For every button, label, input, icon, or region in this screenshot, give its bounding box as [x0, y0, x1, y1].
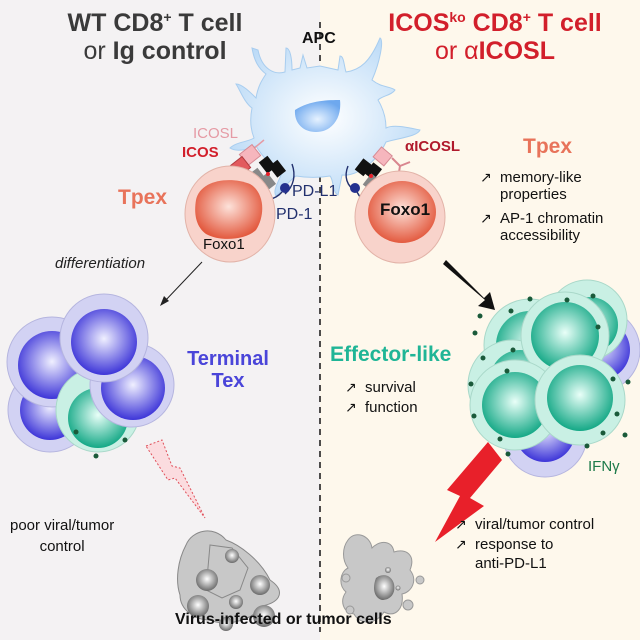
- effector-effect-item: ↗ function: [345, 398, 418, 418]
- left-panel-title: WT CD8+ T cell or Ig control: [40, 9, 270, 65]
- differentiation-arrow: [160, 261, 203, 306]
- ifn-gamma-label: IFNγ: [588, 458, 620, 475]
- effect-text: accessibility: [500, 226, 581, 244]
- effect-text: AP-1 chromatin: [500, 210, 604, 227]
- control-effects-list: ↗ viral/tumor control ↗ response to anti-PD…: [455, 515, 594, 574]
- up-arrow-icon: ↗: [455, 516, 467, 532]
- effect-text: function: [365, 398, 418, 416]
- tumor-cells-intact: [177, 530, 280, 631]
- tpex-cell-left: [184, 165, 276, 263]
- tpex-label-left: Tpex: [118, 186, 168, 209]
- effect-text: anti-PD-L1: [475, 555, 547, 572]
- icos-label: ICOS: [182, 144, 219, 161]
- effector-like-cluster: [467, 279, 640, 478]
- control-effect-item: ↗ viral/tumor control: [455, 515, 594, 535]
- effect-text: properties: [500, 185, 567, 203]
- tpex-cell-right: [354, 170, 446, 264]
- ifn-gamma-dots: [468, 293, 631, 457]
- poor-control-line2: control: [39, 538, 85, 555]
- control-effect-item: ↗ response to anti-PD-L1: [455, 535, 594, 574]
- differentiation-label: differentiation: [55, 255, 146, 272]
- title-or-right: or: [434, 36, 465, 65]
- up-arrow-icon: ↗: [480, 169, 492, 185]
- tpex-label-right: Tpex: [523, 135, 573, 158]
- tpex-effect-item: ↗ AP-1 chromatin accessibility: [480, 210, 604, 244]
- title-alpha: α: [464, 36, 479, 65]
- title-icos: ICOS: [388, 9, 450, 37]
- effector-effect-item: ↗ survival: [345, 378, 418, 398]
- alpha-icosl-label: αICOSL: [405, 138, 461, 155]
- poor-control-line1: poor viral/tumor: [10, 517, 115, 534]
- terminal-tex-label: Terminal Tex: [187, 348, 269, 392]
- tpex-effect-item: ↗ memory-like properties: [480, 169, 603, 203]
- title-sup-plus-right: +: [522, 9, 531, 25]
- title-or: or: [83, 36, 113, 65]
- tpex-effects-list: ↗ memory-like properties ↗ AP-1 chromatin …: [480, 169, 604, 252]
- right-panel-title: ICOSko CD8+ T cell or αICOSL: [370, 9, 620, 65]
- title-ig-control: Ig control: [112, 36, 227, 65]
- pd-l1-dot-right: [350, 183, 360, 193]
- title-sup-plus: +: [163, 9, 172, 25]
- pd-l1-dot-left: [280, 183, 290, 193]
- up-arrow-icon: ↗: [345, 379, 357, 395]
- title-cd8: CD8: [465, 9, 523, 37]
- icosl-label: ICOSL: [193, 125, 239, 142]
- foxo1-label-left: Foxo1: [203, 236, 245, 253]
- apc-nucleus: [294, 100, 341, 132]
- up-arrow-icon: ↗: [480, 210, 492, 226]
- title-wt-cd8: WT CD8: [67, 9, 164, 37]
- pd-1-label: PD-1: [276, 206, 313, 223]
- title-t-cell: T cell: [171, 9, 243, 37]
- title-sup-ko: ko: [449, 9, 466, 25]
- effector-effects-list: ↗ survival ↗ function: [345, 378, 418, 417]
- tumor-cells-dying: [340, 534, 425, 623]
- up-arrow-icon: ↗: [455, 535, 467, 552]
- apc-dendritic-cell: [229, 37, 421, 197]
- pd-l1-label: PD-L1: [292, 183, 338, 200]
- bottom-caption: Virus-infected or tumor cells: [175, 611, 392, 628]
- terminal-tex-cluster: [6, 293, 175, 459]
- up-arrow-icon: ↗: [345, 398, 357, 415]
- effect-text: response to: [475, 535, 554, 553]
- effector-like-label: Effector-like: [330, 343, 452, 366]
- effect-text: survival: [365, 379, 416, 396]
- poor-control-label: poor viral/tumor control: [10, 515, 114, 557]
- apc-label: APC: [302, 30, 336, 47]
- title-icosl: ICOSL: [478, 36, 556, 65]
- effect-text: memory-like: [500, 169, 582, 186]
- effector-arrow: [443, 260, 495, 310]
- killing-lightning: [435, 442, 502, 542]
- title-t-cell-right: T cell: [530, 9, 602, 37]
- foxo1-label-right: Foxo1: [380, 200, 431, 219]
- effect-text: viral/tumor control: [475, 516, 595, 533]
- weak-killing-lightning: [145, 439, 206, 519]
